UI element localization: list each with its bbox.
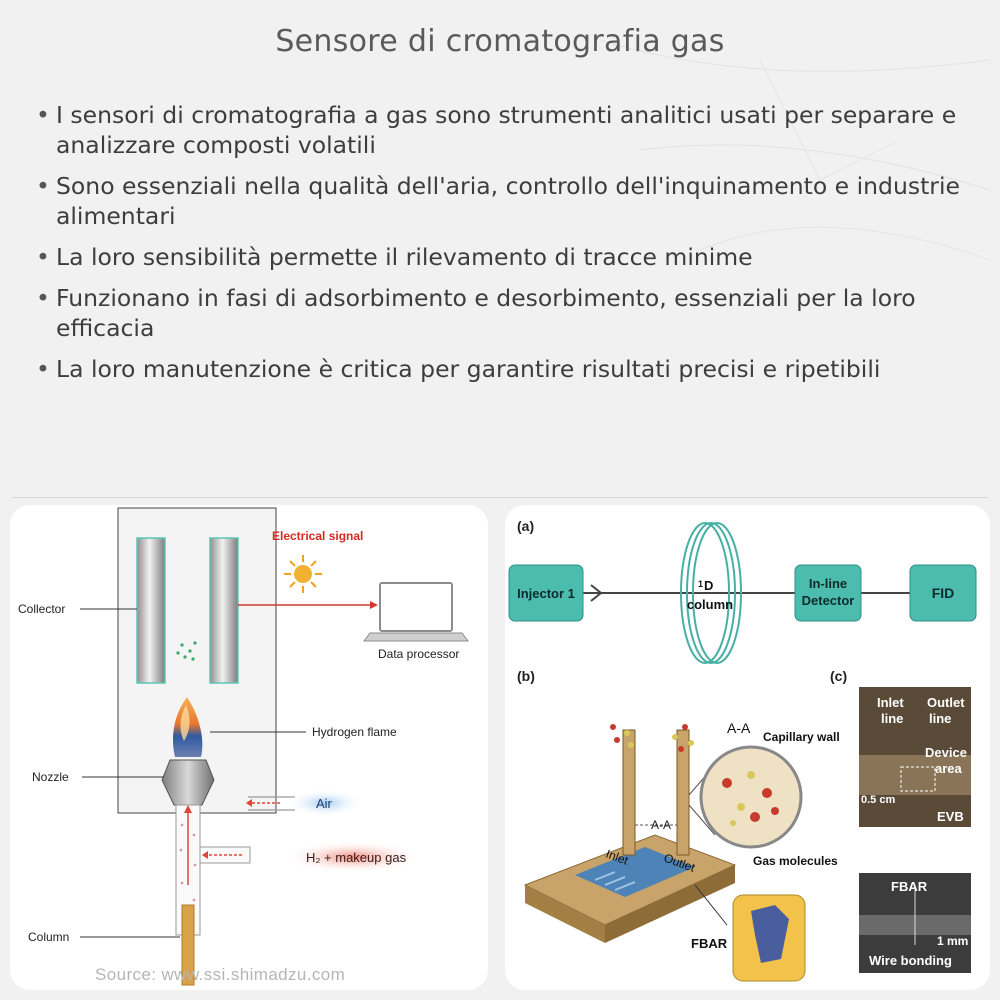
collector-label: Collector bbox=[18, 602, 65, 616]
bullet-item: Funzionano in fasi di adsorbimento e des… bbox=[32, 283, 977, 343]
nozzle-label: Nozzle bbox=[32, 770, 69, 784]
collector-electrode bbox=[209, 537, 239, 684]
fbar-label: FBAR bbox=[691, 936, 728, 951]
spark-icon bbox=[284, 555, 322, 593]
inline-detector-box bbox=[794, 564, 862, 622]
inlet-line-1: Inlet bbox=[877, 695, 904, 710]
column-sup: 1 bbox=[698, 579, 703, 589]
scale-05cm: 0.5 cm bbox=[861, 794, 895, 806]
device-area-1: Device bbox=[925, 745, 967, 760]
evb-label: EVB bbox=[937, 809, 964, 824]
bullet-item: La loro manutenzione è critica per garan… bbox=[32, 354, 977, 384]
capillary-wall-label: Capillary wall bbox=[763, 730, 840, 744]
inline-label-1: In-line bbox=[809, 576, 847, 591]
ion-particles bbox=[176, 641, 197, 661]
h2-makeup-label: H₂ + makeup gas bbox=[306, 850, 407, 865]
injector-label: Injector 1 bbox=[517, 586, 575, 601]
panel-label-c: (c) bbox=[830, 668, 847, 684]
electrical-signal-label: Electrical signal bbox=[272, 529, 363, 543]
collector-electrode bbox=[136, 537, 166, 684]
panel-label-b: (b) bbox=[517, 668, 535, 684]
inline-label-2: Detector bbox=[802, 593, 855, 608]
wire-bonding-label: Wire bonding bbox=[869, 953, 952, 968]
micro-gc-panel: (a) Injector 1 1 D column In-line Detect… bbox=[505, 505, 990, 990]
inlet-line-2: line bbox=[881, 711, 903, 726]
fid-box bbox=[909, 564, 977, 622]
bullet-item: Sono essenziali nella qualità dell'aria,… bbox=[32, 171, 977, 231]
gas-molecules-label: Gas molecules bbox=[753, 854, 838, 868]
laptop-icon bbox=[363, 582, 469, 642]
source-credit: Source: www.ssi.shimadzu.com bbox=[95, 965, 346, 984]
capillary-magnifier bbox=[699, 745, 803, 849]
fbar-photo-label: FBAR bbox=[891, 879, 928, 894]
air-label: Air bbox=[316, 796, 333, 811]
scale-1mm: 1 mm bbox=[937, 934, 968, 948]
column-rod bbox=[181, 904, 195, 986]
page-title: Sensore di cromatografia gas bbox=[275, 24, 725, 59]
column-word: column bbox=[687, 597, 733, 612]
aa-section-label: A-A bbox=[727, 720, 751, 736]
column-coil bbox=[680, 522, 742, 664]
outlet-line-2: line bbox=[929, 711, 951, 726]
data-processor-label: Data processor bbox=[378, 647, 459, 661]
hydrogen-flame-label: Hydrogen flame bbox=[312, 725, 397, 739]
nozzle bbox=[161, 759, 215, 806]
device-area-2: area bbox=[935, 761, 963, 776]
column-d: D bbox=[704, 578, 713, 593]
panel-label-a: (a) bbox=[517, 518, 534, 534]
aa-cut-label: A-A bbox=[651, 818, 671, 832]
column-label: Column bbox=[28, 930, 69, 944]
outlet-line-1: Outlet bbox=[927, 695, 965, 710]
bullet-item: I sensori di cromatografia a gas sono st… bbox=[32, 100, 977, 160]
fid-diagram-panel: Electrical signal Data processor Collect… bbox=[10, 505, 488, 990]
divider bbox=[12, 497, 988, 498]
fid-label: FID bbox=[932, 585, 955, 601]
bullet-list: I sensori di cromatografia a gas sono st… bbox=[32, 100, 977, 395]
bullet-item: La loro sensibilità permette il rilevame… bbox=[32, 242, 977, 272]
injector-box bbox=[508, 564, 584, 622]
